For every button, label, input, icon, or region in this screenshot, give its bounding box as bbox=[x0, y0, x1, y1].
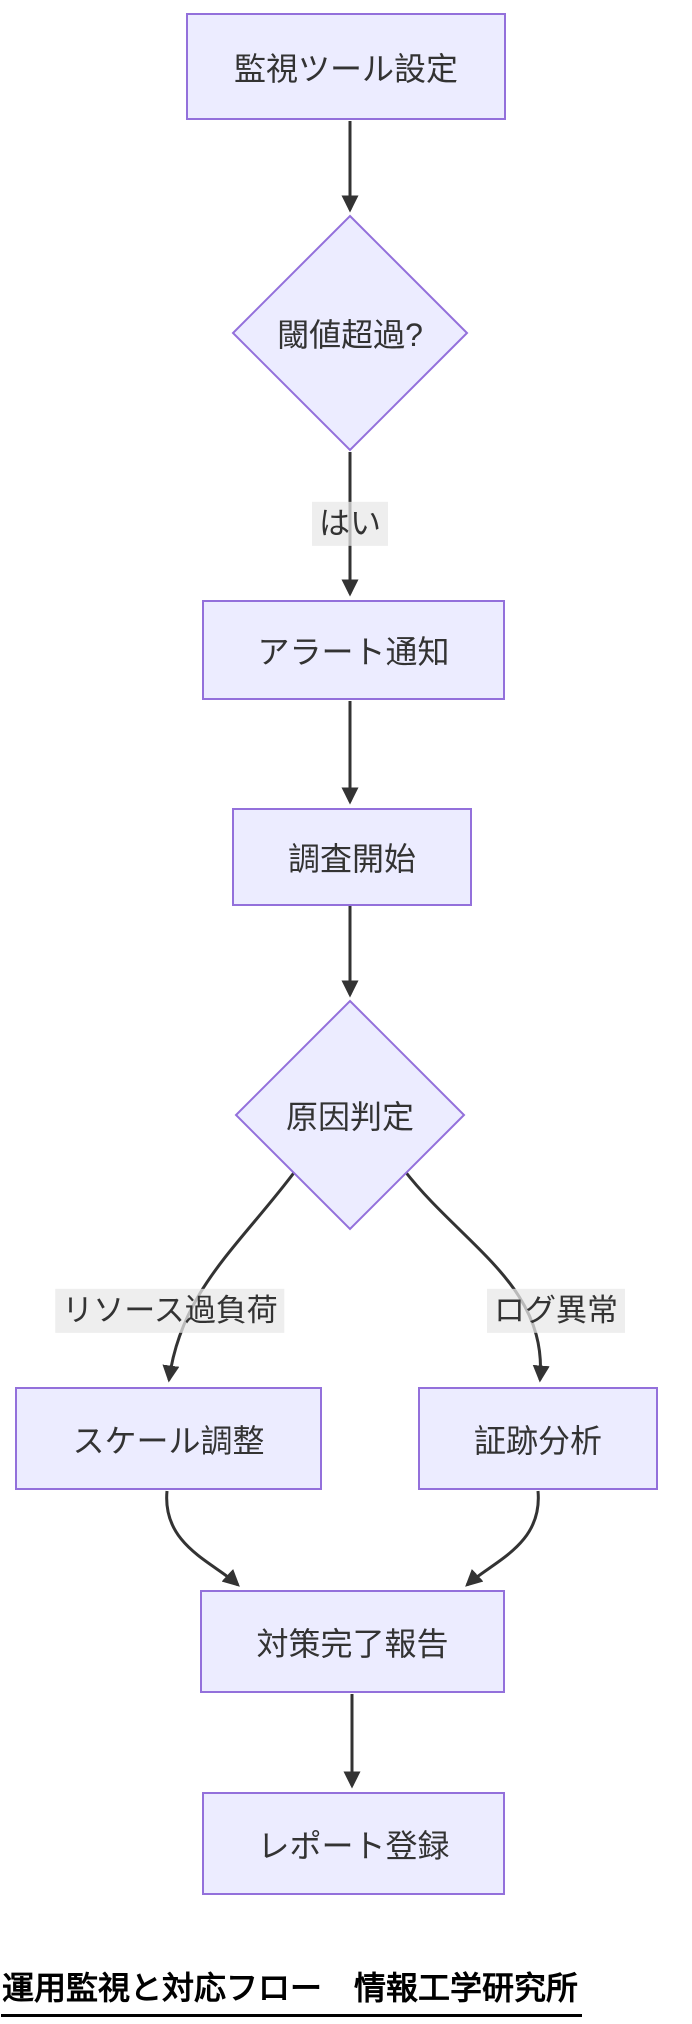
node-register: レポート登録 bbox=[202, 1792, 505, 1895]
node-evidence: 証跡分析 bbox=[418, 1387, 658, 1490]
node-alert-label: アラート通知 bbox=[257, 634, 450, 670]
edge-label-resource-overload: リソース過負荷 bbox=[55, 1288, 285, 1334]
edge-cause-scale bbox=[162, 1169, 298, 1383]
edge-scale-report bbox=[165, 1490, 240, 1587]
node-evidence-label: 証跡分析 bbox=[473, 1422, 602, 1459]
node-alert: アラート通知 bbox=[202, 600, 505, 700]
edge-label-log-anomaly: ログ異常 bbox=[487, 1288, 625, 1334]
node-investigate: 調査開始 bbox=[232, 808, 472, 906]
diamond-threshold-shape bbox=[231, 214, 469, 452]
diamond-cause-shape bbox=[234, 999, 466, 1231]
node-investigate-label: 調査開始 bbox=[287, 841, 416, 877]
node-scale: スケール調整 bbox=[15, 1387, 322, 1490]
edge-evidence-report bbox=[465, 1490, 540, 1587]
node-setup-label: 監視ツール設定 bbox=[233, 50, 458, 87]
edge-cause-evidence bbox=[402, 1169, 550, 1383]
diagram-title: 運用監視と対応フロー 情報工学研究所 bbox=[1, 1963, 583, 2017]
edge-label-yes: はい bbox=[312, 501, 388, 547]
node-scale-label: スケール調整 bbox=[72, 1422, 265, 1459]
node-setup: 監視ツール設定 bbox=[186, 13, 506, 120]
node-report: 対策完了報告 bbox=[200, 1590, 505, 1693]
node-register-label: レポート登録 bbox=[257, 1827, 450, 1864]
node-report-label: 対策完了報告 bbox=[256, 1625, 449, 1662]
